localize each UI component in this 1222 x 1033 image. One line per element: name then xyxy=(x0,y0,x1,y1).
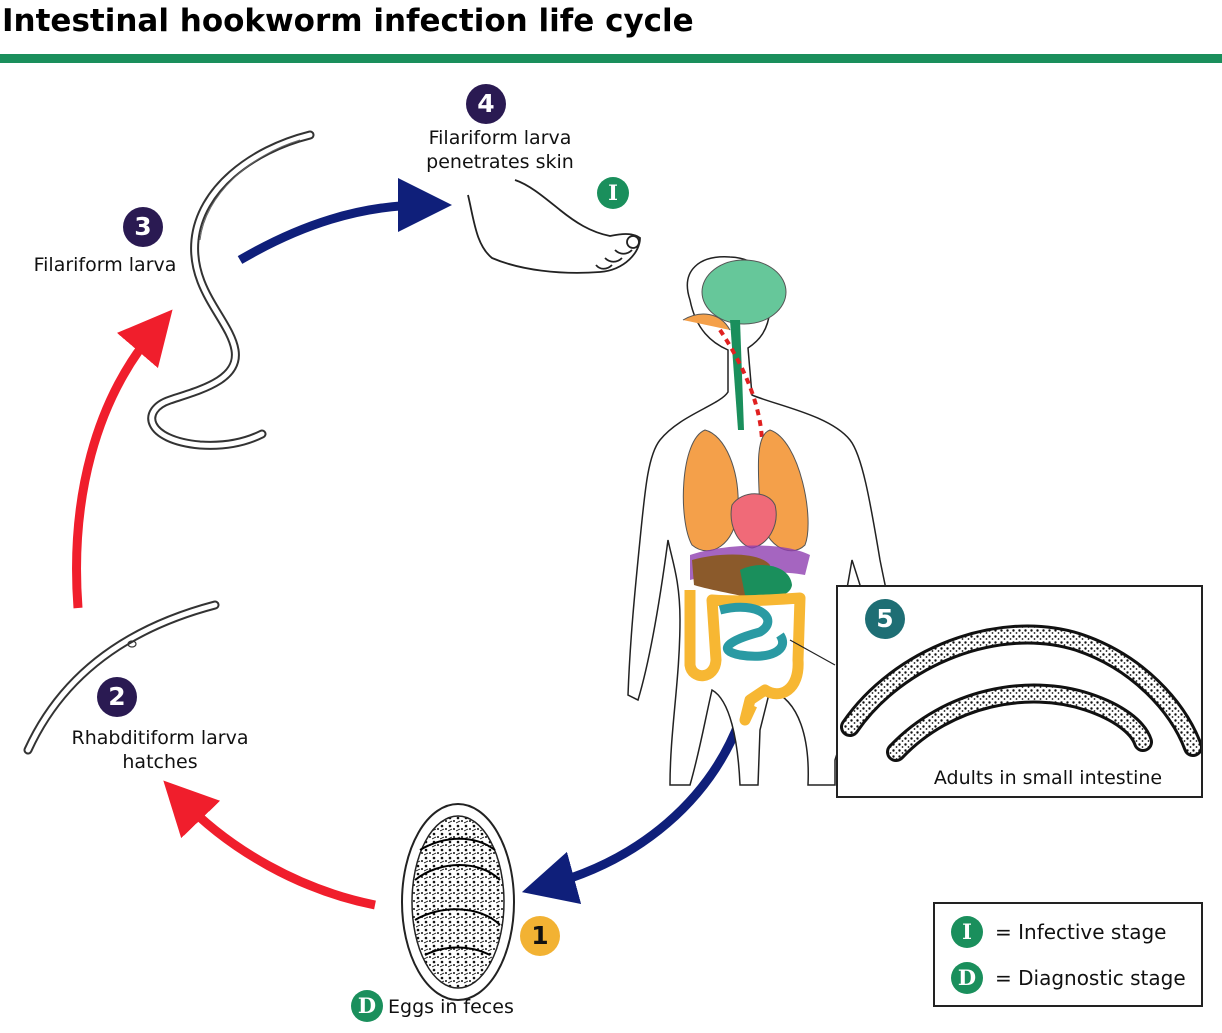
adults-inset-box: 5 Adults in small intestine xyxy=(836,585,1203,798)
title-rule xyxy=(0,54,1222,63)
stage-4-label: Filariform larva penetrates skin xyxy=(400,126,600,174)
arrow-rhabditiform-to-filariform xyxy=(72,309,173,609)
legend-infective-badge: I xyxy=(951,916,983,948)
stage-1-badge: 1 xyxy=(520,916,560,956)
legend-infective-text: = Infective stage xyxy=(995,920,1167,944)
human-body-icon xyxy=(627,256,906,786)
legend-diagnostic-text: = Diagnostic stage xyxy=(995,966,1186,990)
foot-icon xyxy=(467,179,641,274)
stage-1-label: Eggs in feces xyxy=(388,996,514,1018)
arrow-eggs-to-rhabditiform xyxy=(163,780,376,910)
stage-2-label: Rhabditiform larva hatches xyxy=(55,726,265,774)
egg-icon xyxy=(401,803,515,1001)
page-title: Intestinal hookworm infection life cycle xyxy=(2,3,694,39)
stage-4-badge: 4 xyxy=(466,84,506,124)
stage-2-badge: 2 xyxy=(97,677,137,717)
stage-2-label-line1: Rhabditiform larva xyxy=(71,727,249,749)
stage-2-label-line2: hatches xyxy=(122,751,198,773)
diagnostic-stage-badge: D xyxy=(351,990,383,1022)
stage-3-label: Filariform larva xyxy=(33,254,177,276)
stage-3-badge: 3 xyxy=(123,207,163,247)
legend-diagnostic-badge: D xyxy=(951,962,983,994)
arrow-body-to-eggs xyxy=(521,718,745,904)
stage-5-badge: 5 xyxy=(865,599,905,639)
adult-worm-icon xyxy=(840,624,1201,762)
infective-stage-badge: I xyxy=(597,177,629,209)
legend-box: I = Infective stage D = Diagnostic stage xyxy=(933,902,1203,1007)
rhabditiform-larva-icon xyxy=(23,600,220,755)
stage-4-label-line2: penetrates skin xyxy=(426,151,574,173)
arrow-skin-to-body xyxy=(237,178,452,264)
stage-5-label: Adults in small intestine xyxy=(933,767,1163,789)
filariform-larva-icon xyxy=(147,130,315,450)
stage-4-label-line1: Filariform larva xyxy=(428,127,572,149)
